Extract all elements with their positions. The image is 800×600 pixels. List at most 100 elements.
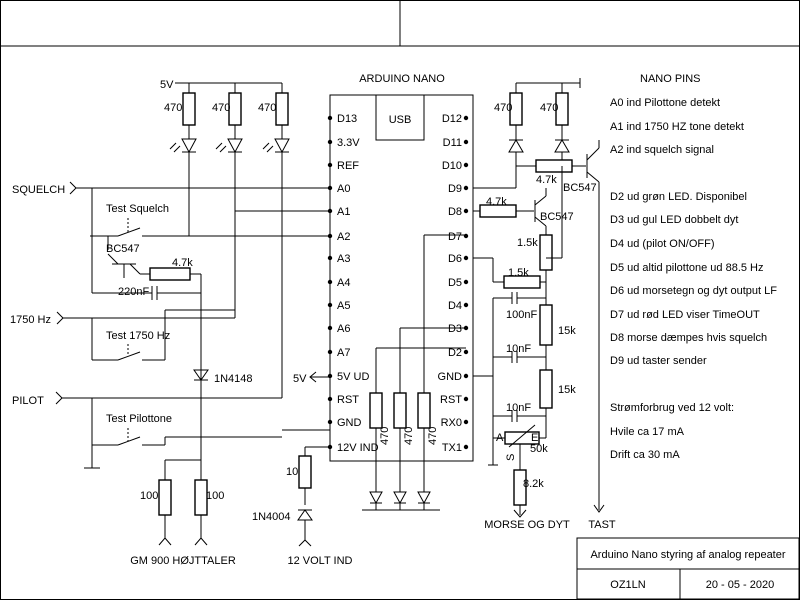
resistor-1.5k-a [539,234,553,271]
label-100-b: 100 [206,490,224,502]
pin-label-right: D7 [448,231,462,243]
pin-dot-right [463,115,469,121]
label-4.7k-d8: 4.7k [486,196,507,208]
label-100-a: 100 [140,490,158,502]
label-morse: MORSE OG DYT [484,519,570,531]
label-tast: TAST [588,519,616,531]
label-10nf-a: 10nF [506,343,531,355]
label-1.5k-a: 1.5k [517,237,538,249]
label-test-pilot: Test Pilottone [106,413,172,425]
label-bc547-mid: BC547 [540,211,574,223]
label-test-squelch: Test Squelch [106,203,169,215]
nano-pins-title: NANO PINS [640,73,701,85]
pin-label-right: D5 [448,277,462,289]
label-470-2: 470 [212,102,230,114]
resistor-470-d3 [393,392,407,429]
pin-label-right: D3 [448,323,462,335]
label-5v-top: 5V [160,79,174,91]
pin-label-left: REF [337,160,359,172]
label-1.5k-b: 1.5k [508,267,529,279]
label-220nf: 220nF [118,286,149,298]
usb-connector [375,94,425,141]
pin-dot-left [327,325,333,331]
label-470-r2: 470 [540,102,558,114]
resistor-470-3 [275,92,289,126]
pin-dot-right [463,396,469,402]
label-pilot: PILOT [12,395,44,407]
label-470-d3: 470 [403,427,415,445]
label-1n4148: 1N4148 [214,373,253,385]
label-470-r1: 470 [494,102,512,114]
pin-label-left: 12V IND [337,442,379,454]
pin-label-right: D10 [442,160,462,172]
pin-label-left: RST [337,394,359,406]
resistor-470-2 [228,92,242,126]
pin-label-left: D13 [337,113,357,125]
pin-label-right: D9 [448,183,462,195]
pin-dot-right [463,279,469,285]
nano-pin-note: D3 ud gul LED dobbelt dyt [610,214,738,226]
resistor-4.7k-d9 [535,159,573,173]
pin-label-left: A7 [337,347,350,359]
pin-dot-right [463,233,469,239]
label-470-d7: 470 [427,427,439,445]
pin-label-right: D8 [448,206,462,218]
resistor-4.7k-left [149,267,191,281]
pin-dot-right [463,373,469,379]
nano-pin-note: A1 ind 1750 HZ tone detekt [610,121,744,133]
label-pot-50k: 50k [530,443,548,455]
right-output-section: 470 470 4.7k BC547 TAST 4.7k BC547 [473,78,616,531]
pin-dot-left [327,349,333,355]
pin-dot-left [327,373,333,379]
nano-pin-note: D9 ud taster sender [610,355,707,367]
title-block-title: Arduino Nano styring af analog repeater [590,549,785,561]
led-1 [169,125,197,154]
label-squelch: SQUELCH [12,184,65,196]
label-8.2k: 8.2k [523,478,544,490]
pin-label-left: 3.3V [337,137,360,149]
pin-dot-right [463,162,469,168]
pin-label-left: GND [337,417,362,429]
label-bc547-left: BC547 [106,243,140,255]
resistor-100-a [158,479,172,516]
power-note: Strømforbrug ved 12 volt: [610,402,734,414]
pin-label-right: D12 [442,113,462,125]
pin-dot-right [463,302,469,308]
left-input-section: 5V 470 470 470 [10,79,330,567]
title-block-author: OZ1LN [610,579,646,591]
pin-dot-left [327,255,333,261]
label-1750hz: 1750 Hz [10,314,51,326]
pin-label-left: A5 [337,300,350,312]
pin-dot-left [327,162,333,168]
label-4.7k-d9: 4.7k [536,174,557,186]
nano-pin-note: D4 ud (pilot ON/OFF) [610,238,715,250]
title-block: Arduino Nano styring af analog repeater … [576,537,800,600]
resistor-470-d2 [369,392,383,429]
usb-label: USB [389,114,412,126]
label-470-3: 470 [258,102,276,114]
nano-pin-note: D5 ud altid pilottone ud 88.5 Hz [610,262,764,274]
arduino-title: ARDUINO NANO [359,73,445,85]
label-470-d2: 470 [379,427,391,445]
pin-label-right: TX1 [442,442,462,454]
label-speaker: GM 900 HØJTTALER [130,555,236,567]
label-bc547-right: BC547 [563,182,597,194]
label-4.7k-left: 4.7k [172,257,193,269]
pin-dot-right [463,139,469,145]
led-3 [262,125,290,154]
pin-label-right: RST [440,394,462,406]
nano-pin-note: D7 ud rød LED viser TimeOUT [610,309,760,321]
pin-label-right: RX0 [441,417,462,429]
pin-label-left: A6 [337,323,350,335]
pin-dot-right [463,349,469,355]
nano-pin-note: A2 ind squelch signal [610,144,714,156]
label-test-1750: Test 1750 Hz [106,330,170,342]
label-1n4004: 1N4004 [252,511,291,523]
nano-pin-note: D6 ud morsetegn og dyt output LF [610,285,777,297]
pin-dot-right [463,208,469,214]
pin-label-left: 5V UD [337,371,369,383]
pin-label-left: A0 [337,183,350,195]
resistor-470-d7 [417,392,431,429]
